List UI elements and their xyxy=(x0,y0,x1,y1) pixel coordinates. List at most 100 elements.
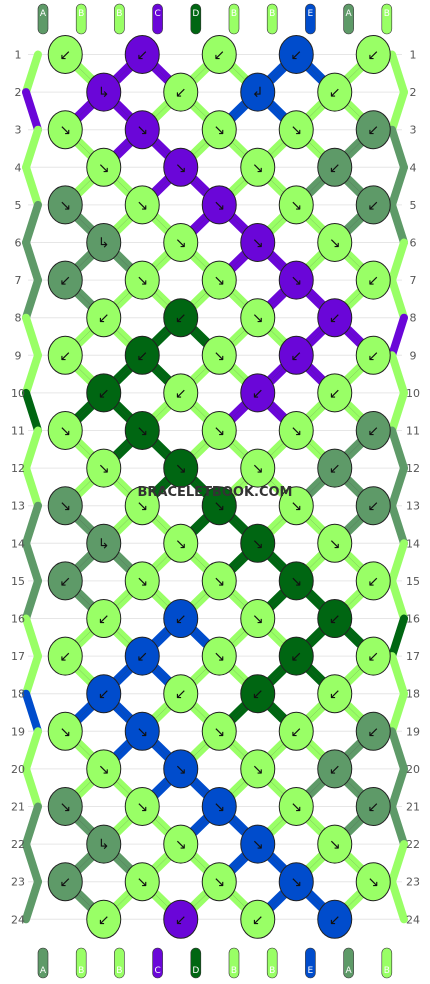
left-edge-strand xyxy=(22,351,42,397)
knot-oval xyxy=(240,674,276,714)
knot: ↘ xyxy=(124,711,160,751)
left-edge-strand xyxy=(22,88,42,134)
knot-oval xyxy=(317,899,353,939)
knot-arrow-icon: ↘ xyxy=(252,612,264,628)
knot-arrow-icon: ↙ xyxy=(136,48,148,64)
knot: ↘ xyxy=(317,523,353,563)
left-edge-strand xyxy=(22,276,42,322)
knot: ↘ xyxy=(201,260,237,300)
knot-arrow-icon: ↘ xyxy=(213,649,225,665)
knot-arrow-icon: ↘ xyxy=(59,198,71,214)
right-edge-strand xyxy=(388,163,408,209)
knot-arrow-icon: ↘ xyxy=(136,875,148,891)
row-label-left: 10 xyxy=(11,387,25,400)
strand-letter-bottom: B xyxy=(116,966,122,976)
knot-oval xyxy=(124,486,160,526)
knot: ↘ xyxy=(240,749,276,789)
knot: ↙ xyxy=(278,636,314,676)
knot: ↘ xyxy=(47,711,83,751)
knot-arrow-icon: ↘ xyxy=(367,875,379,891)
left-edge-strand xyxy=(22,501,42,548)
right-edge-strand xyxy=(388,88,408,134)
knot-oval xyxy=(278,110,314,150)
knot-oval xyxy=(163,373,199,413)
knot-oval xyxy=(163,899,199,939)
knot-arrow-icon: ↙ xyxy=(136,348,148,364)
knot: ↘ xyxy=(240,824,276,864)
knot-oval xyxy=(86,899,122,939)
knot: ↙ xyxy=(163,674,199,714)
row-label-right: 4 xyxy=(410,161,417,174)
knot-oval xyxy=(124,411,160,450)
row-label-right: 2 xyxy=(410,86,417,99)
knot: ↘ xyxy=(124,260,160,300)
knot: ↙ xyxy=(86,599,122,638)
knot-arrow-icon: ↘ xyxy=(290,800,302,816)
knot-oval xyxy=(278,862,314,902)
knot-arrow-icon: ↘ xyxy=(290,273,302,289)
knot: ↙ xyxy=(355,411,391,450)
knot-oval xyxy=(240,599,276,638)
knot-oval xyxy=(86,599,122,638)
knot-oval xyxy=(47,35,83,74)
right-edge-strand xyxy=(388,464,408,510)
knot-arrow-icon: ↘ xyxy=(213,724,225,740)
knot-arrow-icon: ↘ xyxy=(213,875,225,891)
knot-arrow-icon: ↘ xyxy=(252,461,264,477)
row-label-left: 22 xyxy=(11,838,25,851)
knot-arrow-icon: ↘ xyxy=(136,574,148,590)
strand-stub-bottom xyxy=(75,947,87,979)
knot-arrow-icon: ↙ xyxy=(59,348,71,364)
knot-arrow-icon: ↘ xyxy=(252,160,264,176)
knot-oval xyxy=(317,749,353,789)
knot-oval xyxy=(201,561,237,601)
knot-oval xyxy=(47,260,83,300)
knot-oval xyxy=(240,298,276,338)
knot: ↘ xyxy=(86,448,122,488)
strand-stub-bottom xyxy=(37,947,49,979)
strand-stub-bottom xyxy=(343,947,354,979)
knot-oval xyxy=(317,674,353,714)
knot-oval xyxy=(47,711,83,751)
knot-oval xyxy=(86,147,122,187)
knot-oval xyxy=(47,185,83,225)
knot: ↳ xyxy=(86,223,122,262)
knot: ↘ xyxy=(86,749,122,789)
knot: ↘ xyxy=(201,110,237,150)
knot: ↘ xyxy=(47,486,83,526)
knot-oval xyxy=(355,636,391,676)
strand-letter-top: C xyxy=(154,9,160,19)
knot-oval xyxy=(201,35,237,74)
row-label-right: 3 xyxy=(410,124,417,137)
knot: ↘ xyxy=(278,561,314,601)
knot: ↘ xyxy=(201,636,237,676)
knot-arrow-icon: ↙ xyxy=(98,612,110,628)
knot-arrow-icon: ↙ xyxy=(252,912,264,928)
knot-arrow-icon: ↲ xyxy=(252,85,264,101)
knot-oval xyxy=(278,636,314,676)
knot-oval xyxy=(201,110,237,150)
knot-arrow-icon: ↙ xyxy=(213,48,225,64)
knot-arrow-icon: ↘ xyxy=(98,461,110,477)
knot-arrow-icon: ↘ xyxy=(213,123,225,139)
knot-oval xyxy=(201,711,237,751)
right-edge-strand xyxy=(388,50,408,97)
row-label-right: 21 xyxy=(406,801,420,814)
knot-oval xyxy=(240,448,276,488)
knot: ↘ xyxy=(86,147,122,187)
knot: ↘ xyxy=(201,335,237,375)
knot-oval xyxy=(278,335,314,375)
knot: ↙ xyxy=(317,373,353,413)
knot: ↘ xyxy=(124,561,160,601)
knot: ↙ xyxy=(124,35,160,74)
knot-oval xyxy=(201,260,237,300)
row-label-right: 1 xyxy=(410,49,417,62)
knot-oval xyxy=(86,72,122,112)
knot: ↙ xyxy=(317,749,353,789)
knot-arrow-icon: ↘ xyxy=(329,236,341,252)
knot-oval xyxy=(317,599,353,638)
knot-oval xyxy=(86,749,122,789)
right-edge-strand xyxy=(388,501,408,548)
strand-letter-top: E xyxy=(308,9,314,19)
strand-letter-top: A xyxy=(40,9,47,19)
